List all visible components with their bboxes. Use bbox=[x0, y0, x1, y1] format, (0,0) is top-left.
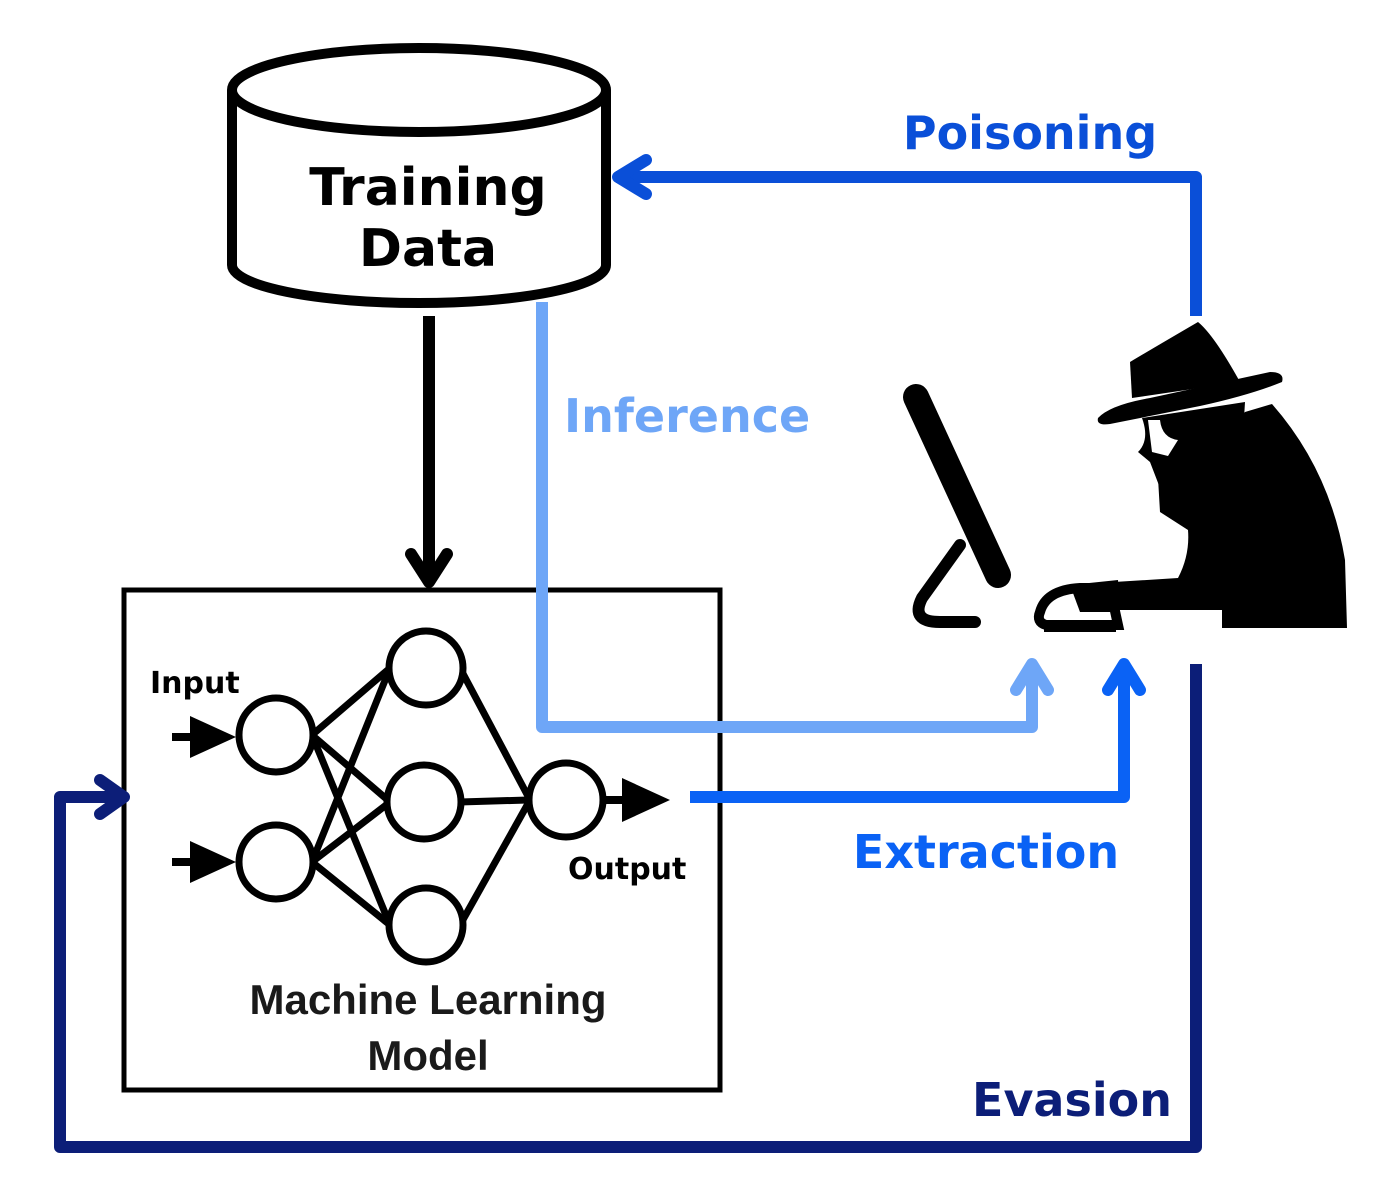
input-arrow-2 bbox=[172, 841, 236, 883]
output-arrow bbox=[604, 778, 670, 822]
database-top-ellipse bbox=[227, 43, 611, 137]
training-data-label-line1: Training bbox=[309, 158, 546, 218]
training-data-database: Training Data bbox=[227, 43, 611, 308]
hidden-node-2 bbox=[383, 761, 465, 843]
hidden-node-1 bbox=[385, 627, 467, 709]
ml-model-title-line2: Model bbox=[367, 1032, 488, 1079]
input-node-2 bbox=[235, 821, 317, 903]
evasion-label: Evasion bbox=[972, 1073, 1172, 1127]
ml-model-box: Input Output Machine Learning Model bbox=[121, 587, 723, 1093]
extraction-arrow bbox=[690, 658, 1146, 803]
input-node-1 bbox=[235, 694, 317, 776]
training-data-label-line2: Data bbox=[359, 219, 497, 279]
poisoning-arrow bbox=[612, 154, 1202, 316]
hacker-at-computer-icon bbox=[903, 322, 1347, 632]
input-label: Input bbox=[150, 666, 240, 701]
training-arrow bbox=[405, 316, 453, 588]
hidden-node-3 bbox=[385, 884, 467, 966]
neural-network-icon bbox=[235, 627, 607, 966]
input-arrow-1 bbox=[172, 716, 236, 758]
poisoning-label: Poisoning bbox=[903, 106, 1157, 160]
output-node bbox=[525, 759, 607, 841]
ml-model-title-line1: Machine Learning bbox=[249, 976, 606, 1023]
output-label: Output bbox=[568, 852, 686, 887]
inference-arrow bbox=[536, 302, 1054, 733]
database-cylinder-icon bbox=[227, 90, 611, 308]
inference-label: Inference bbox=[564, 389, 810, 443]
extraction-label: Extraction bbox=[853, 825, 1119, 879]
evasion-arrow bbox=[54, 664, 1202, 1153]
